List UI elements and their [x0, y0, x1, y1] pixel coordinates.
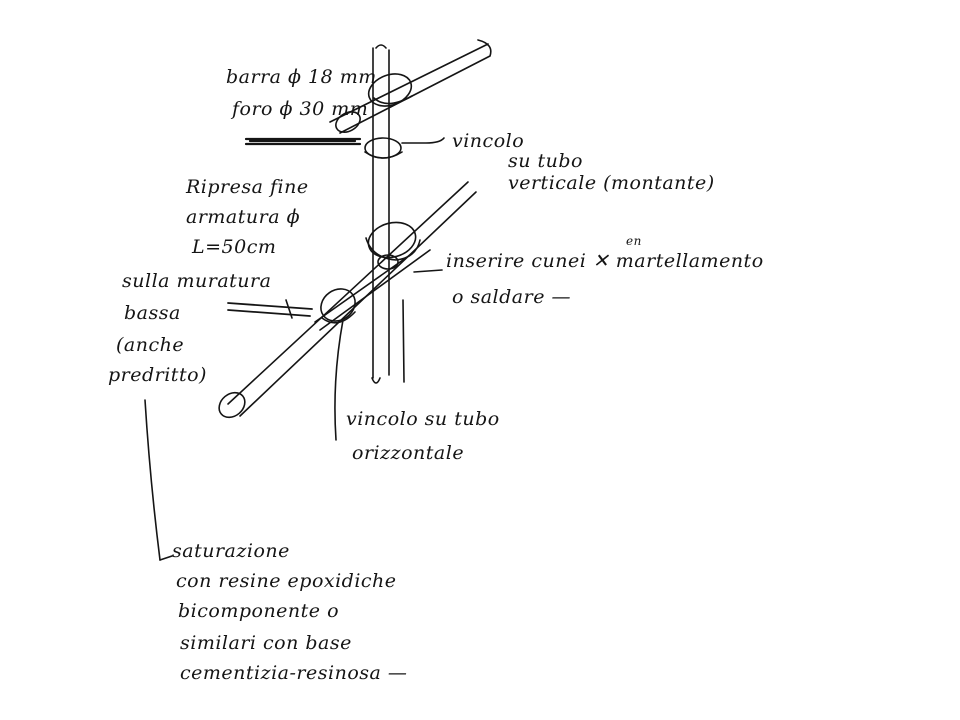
- note-anchor-7: predritto): [108, 364, 207, 386]
- anchor-rod-bottom: [227, 302, 313, 317]
- anchor-rod-top: [244, 137, 362, 146]
- note-vertical-binding-1: vincolo: [452, 130, 525, 152]
- note-anchor-5: bassa: [124, 302, 181, 324]
- note-vertical-binding-3: verticale (montante): [508, 172, 715, 194]
- note-saturation-5: cementizia-resinosa —: [180, 662, 408, 684]
- note-anchor-3: L=50cm: [192, 236, 277, 258]
- note-saturation-4: similari con base: [180, 632, 352, 654]
- note-anchor-2: armatura ϕ: [186, 206, 301, 228]
- note-anchor-4: sulla muratura: [122, 270, 272, 292]
- lower-diagonal-bar: [227, 181, 477, 417]
- note-bar-diameter: barra ϕ 18 mm: [226, 66, 377, 88]
- note-hole-diameter: foro ϕ 30 mm: [232, 98, 369, 120]
- leader-wedges: [413, 269, 443, 273]
- upper-bar-end: [335, 111, 361, 133]
- vertical-tube: [371, 44, 390, 384]
- note-anchor-6: (anche: [116, 334, 185, 356]
- note-saturation-3: bicomponente o: [178, 600, 340, 622]
- second-diagonal-bar: [314, 249, 431, 331]
- leader-horizontal-binding: [334, 319, 344, 441]
- upper-diagonal-bar: [329, 39, 492, 134]
- note-vertical-binding-2: su tubo: [508, 150, 584, 172]
- note-horizontal-binding-2: orizzontale: [352, 442, 465, 464]
- leader-saturation: [144, 399, 161, 561]
- lower-clamp: [320, 288, 356, 322]
- note-saturation-2: con resine epoxidiche: [176, 570, 397, 592]
- upper-clamp: [367, 73, 413, 107]
- note-wedges-2: o saldare —: [452, 286, 571, 308]
- note-horizontal-binding-1: vincolo su tubo: [346, 408, 500, 430]
- note-anchor-1: Ripresa fine: [186, 176, 309, 198]
- lower-bar-end: [218, 391, 246, 419]
- note-wedges-1: inserire cunei ✕ martellamento: [446, 250, 764, 272]
- note-wedges-superscript: en: [626, 234, 642, 248]
- note-saturation-1: saturazione: [172, 540, 290, 562]
- vertical-tube-inner: [402, 299, 405, 383]
